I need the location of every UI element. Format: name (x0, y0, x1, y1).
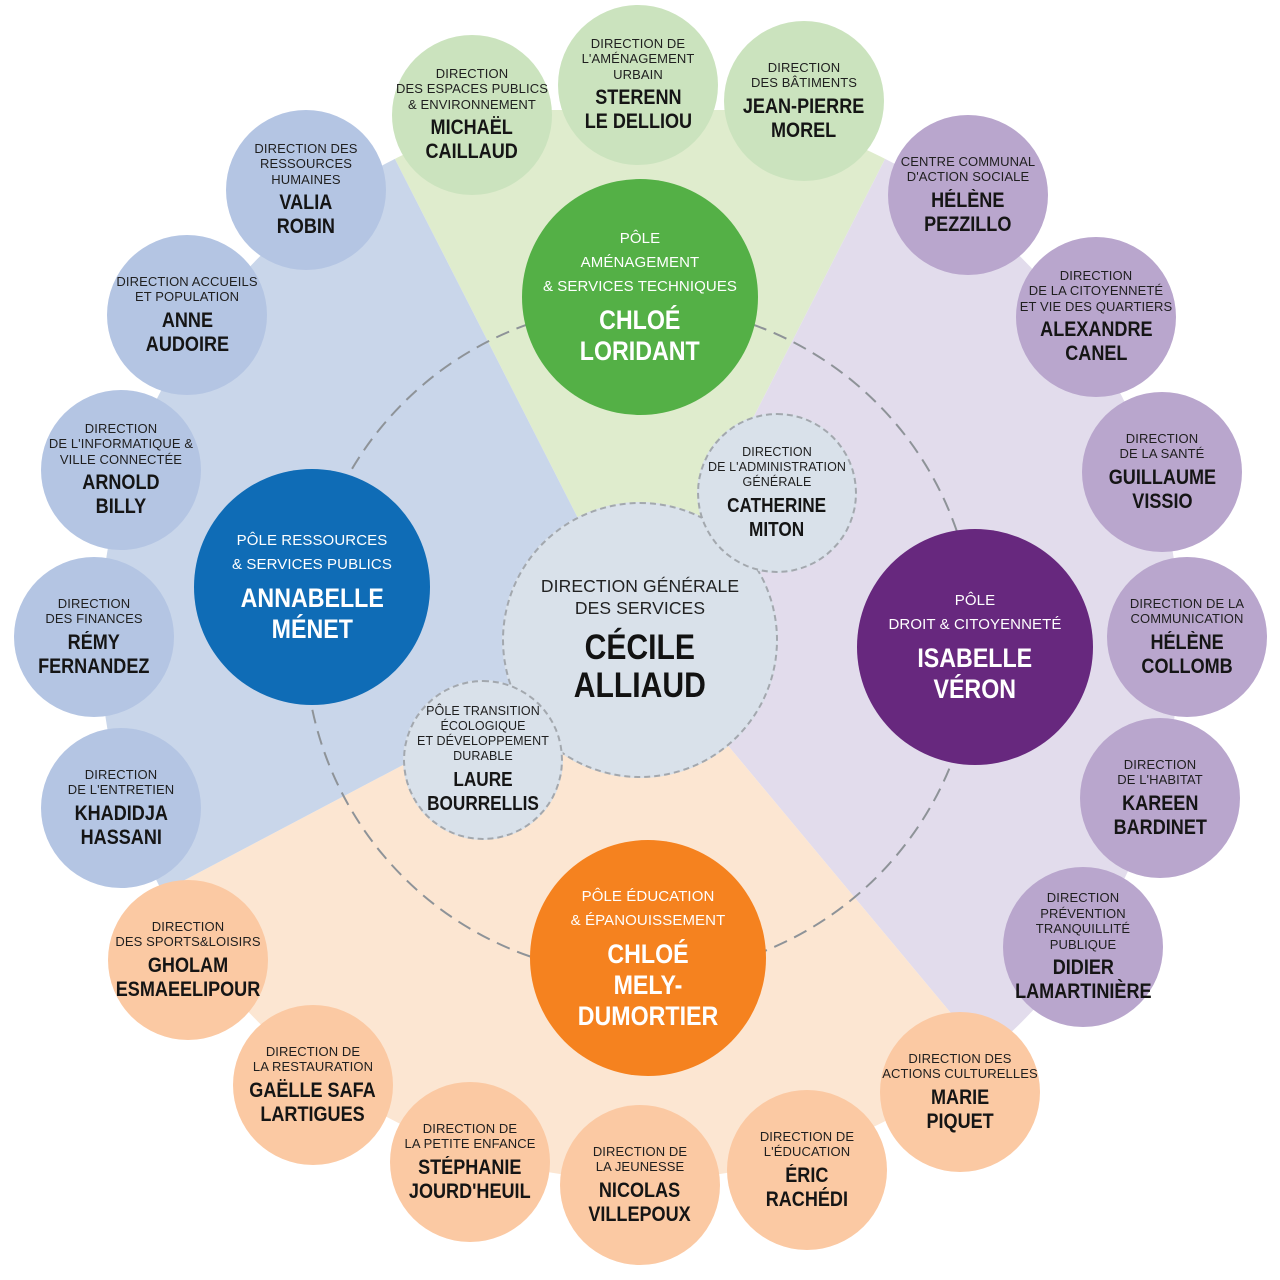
direction-name: VALIA ROBIN (276, 191, 336, 239)
direction-accueils: DIRECTION ACCUEILS ET POPULATION ANNE AU… (107, 235, 267, 395)
direction-role: DIRECTION DE LA CITOYENNETÉ ET VIE DES Q… (1019, 267, 1173, 314)
direction-communication: DIRECTION DE LA COMMUNICATION HÉLÈNE COL… (1107, 557, 1267, 717)
direction-jeunesse: DIRECTION DE LA JEUNESSE NICOLAS VILLEPO… (560, 1105, 720, 1265)
direction-name: GAËLLE SAFA LARTIGUES (249, 1078, 377, 1126)
satellite-administration: DIRECTION DE L'ADMINISTRATION GÉNÉRALE C… (697, 413, 857, 573)
direction-name: NICOLAS VILLEPOUX (588, 1178, 692, 1226)
center-name: CÉCILE ALLIAUD (573, 628, 707, 705)
direction-actions-culturelles: DIRECTION DES ACTIONS CULTURELLES MARIE … (880, 1012, 1040, 1172)
direction-citoyennete: DIRECTION DE LA CITOYENNETÉ ET VIE DES Q… (1016, 237, 1176, 397)
direction-name: KHADIDJA HASSANI (74, 801, 168, 849)
pole-role: PÔLE ÉDUCATION & ÉPANOUISSEMENT (570, 887, 726, 929)
pole-ressources: PÔLE RESSOURCES & SERVICES PUBLICS ANNAB… (194, 469, 430, 705)
direction-name: HÉLÈNE COLLOMB (1141, 630, 1233, 678)
satellite-name: CATHERINE MITON (727, 494, 827, 541)
direction-name: ARNOLD BILLY (82, 471, 160, 519)
direction-name: KAREEN BARDINET (1113, 791, 1207, 839)
direction-role: DIRECTION DE LA RESTAURATION (252, 1043, 374, 1075)
direction-role: DIRECTION ACCUEILS ET POPULATION (116, 273, 258, 305)
direction-role: DIRECTION DES FINANCES (45, 595, 143, 627)
center-role: DIRECTION GÉNÉRALE DES SERVICES (540, 576, 740, 618)
direction-role: DIRECTION DE L'HABITAT (1117, 756, 1203, 788)
direction-role: DIRECTION DES ESPACES PUBLICS & ENVIRONN… (396, 65, 548, 112)
pole-name: CHLOÉ LORIDANT (580, 305, 700, 366)
pole-role: PÔLE RESSOURCES & SERVICES PUBLICS (232, 532, 392, 573)
pole-role: PÔLE DROIT & CITOYENNETÉ (888, 592, 1062, 633)
direction-role: DIRECTION DE LA COMMUNICATION (1129, 595, 1245, 627)
direction-role: DIRECTION DES RESSOURCES HUMAINES (254, 140, 358, 187)
direction-education: DIRECTION DE L'ÉDUCATION ÉRIC RACHÉDI (727, 1090, 887, 1250)
direction-name: GUILLAUME VISSIO (1108, 465, 1216, 513)
pole-education: PÔLE ÉDUCATION & ÉPANOUISSEMENT CHLOÉ ME… (530, 840, 766, 1076)
direction-role: DIRECTION DE L'AMÉNAGEMENT URBAIN (581, 35, 695, 82)
direction-role: CENTRE COMMUNAL D'ACTION SOCIALE (900, 153, 1036, 185)
direction-name: GHOLAM ESMAEELIPOUR (115, 953, 261, 1001)
direction-role: DIRECTION DE L'ENTRETIEN (67, 766, 175, 798)
satellite-role: DIRECTION DE L'ADMINISTRATION GÉNÉRALE (707, 444, 847, 489)
pole-name: ISABELLE VÉRON (917, 643, 1033, 704)
direction-espaces-publics: DIRECTION DES ESPACES PUBLICS & ENVIRONN… (392, 35, 552, 195)
pole-role: PÔLE AMÉNAGEMENT & SERVICES TECHNIQUES (542, 230, 738, 295)
direction-prevention: DIRECTION PRÉVENTION TRANQUILLITÉ PUBLIQ… (1003, 867, 1163, 1027)
satellite-transition: PÔLE TRANSITION ÉCOLOGIQUE ET DÉVELOPPEM… (403, 680, 563, 840)
direction-role: DIRECTION DE LA SANTÉ (1119, 430, 1205, 462)
direction-finances: DIRECTION DES FINANCES RÉMY FERNANDEZ (14, 557, 174, 717)
direction-name: HÉLÈNE PEZZILLO (924, 188, 1012, 236)
direction-role: DIRECTION DE L'INFORMATIQUE & VILLE CONN… (48, 420, 194, 467)
direction-ressources-humaines: DIRECTION DES RESSOURCES HUMAINES VALIA … (226, 110, 386, 270)
direction-name: ANNE AUDOIRE (145, 308, 229, 356)
pole-name: CHLOÉ MELY-DUMORTIER (577, 938, 719, 1031)
direction-name: DIDIER LAMARTINIÈRE (1014, 956, 1152, 1003)
direction-name: MICHAËL CAILLAUD (425, 116, 519, 164)
direction-restauration: DIRECTION DE LA RESTAURATION GAËLLE SAFA… (233, 1005, 393, 1165)
direction-entretien: DIRECTION DE L'ENTRETIEN KHADIDJA HASSAN… (41, 728, 201, 888)
direction-role: DIRECTION DE LA JEUNESSE (592, 1143, 688, 1175)
direction-role: DIRECTION DE L'ÉDUCATION (759, 1128, 855, 1160)
direction-petite-enfance: DIRECTION DE LA PETITE ENFANCE STÉPHANIE… (390, 1082, 550, 1242)
pole-droit: PÔLE DROIT & CITOYENNETÉ ISABELLE VÉRON (857, 529, 1093, 765)
satellite-name: LAURE BOURRELLIS (427, 769, 539, 815)
direction-role: DIRECTION DES BÂTIMENTS (750, 59, 858, 91)
direction-role: DIRECTION DE LA PETITE ENFANCE (404, 1120, 536, 1152)
direction-ccas: CENTRE COMMUNAL D'ACTION SOCIALE HÉLÈNE … (888, 115, 1048, 275)
direction-name: STÉPHANIE JOURD'HEUIL (409, 1155, 531, 1203)
satellite-role: PÔLE TRANSITION ÉCOLOGIQUE ET DÉVELOPPEM… (417, 704, 549, 763)
direction-name: RÉMY FERNANDEZ (38, 630, 150, 678)
direction-informatique: DIRECTION DE L'INFORMATIQUE & VILLE CONN… (41, 390, 201, 550)
direction-name: STERENN LE DELLIOU (584, 86, 692, 134)
direction-role: DIRECTION PRÉVENTION TRANQUILLITÉ PUBLIQ… (1035, 890, 1131, 952)
direction-role: DIRECTION DES ACTIONS CULTURELLES (882, 1050, 1038, 1082)
direction-name: ÉRIC RACHÉDI (765, 1163, 849, 1211)
direction-amenagement-urbain: DIRECTION DE L'AMÉNAGEMENT URBAIN STEREN… (558, 5, 718, 165)
direction-name: JEAN-PIERRE MOREL (743, 94, 865, 142)
pole-amenagement: PÔLE AMÉNAGEMENT & SERVICES TECHNIQUES C… (522, 179, 758, 415)
direction-sante: DIRECTION DE LA SANTÉ GUILLAUME VISSIO (1082, 392, 1242, 552)
direction-habitat: DIRECTION DE L'HABITAT KAREEN BARDINET (1080, 718, 1240, 878)
direction-batiments: DIRECTION DES BÂTIMENTS JEAN-PIERRE MORE… (724, 21, 884, 181)
direction-name: ALEXANDRE CANEL (1039, 318, 1153, 366)
direction-role: DIRECTION DES SPORTS&LOISIRS (115, 918, 261, 950)
direction-sports-loisirs: DIRECTION DES SPORTS&LOISIRS GHOLAM ESMA… (108, 880, 268, 1040)
direction-name: MARIE PIQUET (926, 1085, 994, 1133)
pole-name: ANNABELLE MÉNET (240, 583, 384, 644)
